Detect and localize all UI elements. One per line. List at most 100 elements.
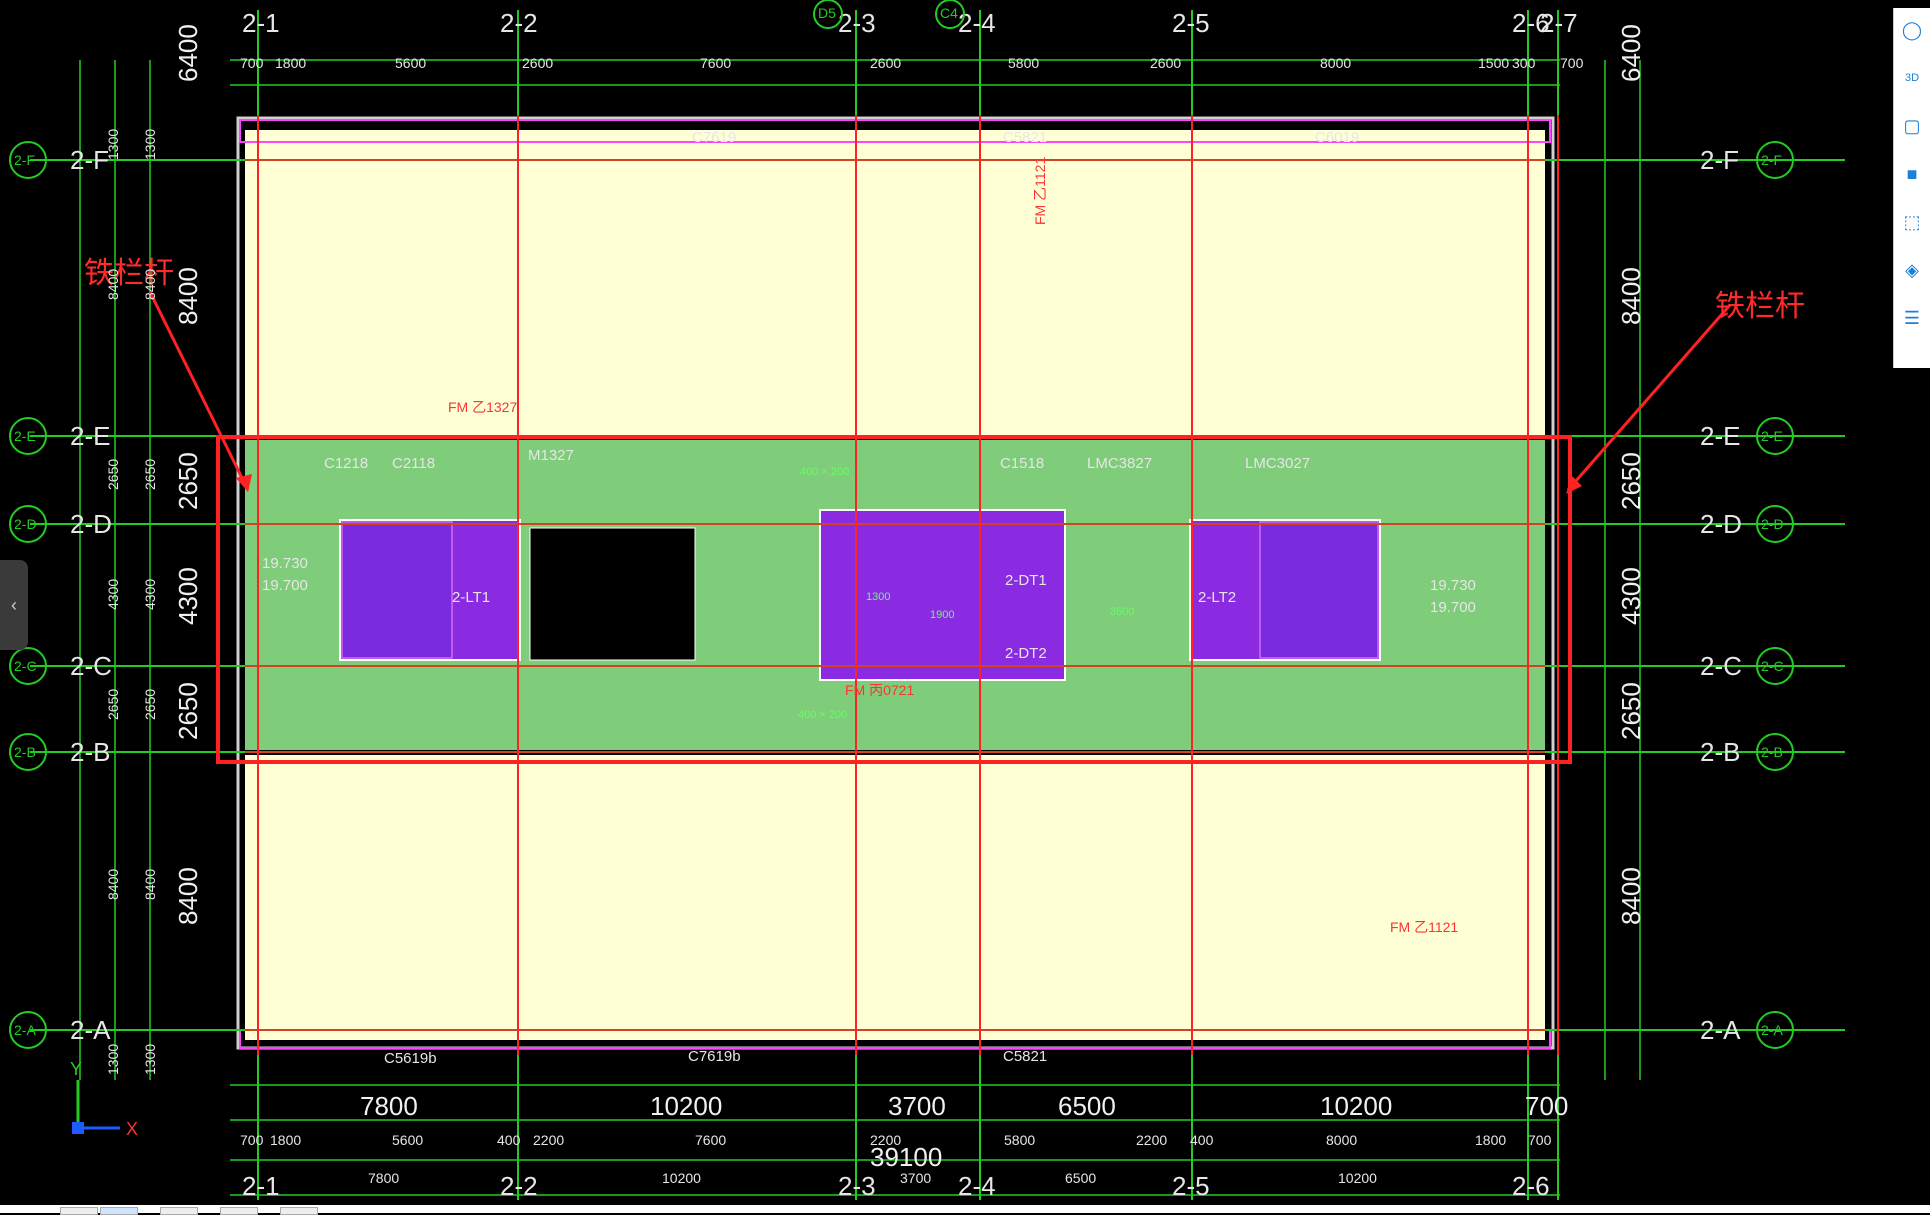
elevator-label-2: 2-DT2 bbox=[1005, 645, 1047, 662]
dim-top-small: 2600 bbox=[522, 55, 553, 71]
row-label-right: 2-B bbox=[1700, 737, 1740, 767]
col-label-bottom: 2-4 bbox=[958, 1171, 996, 1201]
layout-tab-4[interactable] bbox=[220, 1207, 258, 1215]
dim-left-small-2: 2650 bbox=[142, 459, 158, 490]
dim-bottom-big: 6500 bbox=[1058, 1091, 1116, 1121]
properties-icon[interactable]: ☰ bbox=[1903, 307, 1921, 328]
floor-plan-canvas[interactable]: 铁栏杆 铁栏杆 2-LT1 2-LT2 2-DT1 2-DT2 19.730 1… bbox=[0, 0, 1890, 1205]
cube-icon[interactable]: ▢ bbox=[1903, 115, 1921, 136]
col-label-bottom: 2-5 bbox=[1172, 1171, 1210, 1201]
dim-bottom-small: 400 bbox=[497, 1132, 521, 1148]
dim-top-small: 7600 bbox=[700, 55, 731, 71]
dim-left-small: 1300 bbox=[105, 1044, 121, 1075]
window-label: M1327 bbox=[528, 447, 574, 464]
row-bubble-left bbox=[9, 733, 47, 771]
col-label-top: 2-3 bbox=[838, 8, 876, 38]
selection-box-icon[interactable]: ⬚ bbox=[1903, 211, 1921, 232]
layout-tab-5[interactable] bbox=[280, 1207, 318, 1215]
dim-bottom-span: 7800 bbox=[368, 1170, 399, 1186]
dim-bottom-big: 7800 bbox=[360, 1091, 418, 1121]
dim-left-small: 8400 bbox=[105, 869, 121, 900]
fire-door-bottom-mid: FM 丙0721 bbox=[845, 682, 914, 698]
col-label-bottom: 2-3 bbox=[838, 1171, 876, 1201]
orbit-icon[interactable]: ◯ bbox=[1901, 19, 1923, 40]
column-bubble-top bbox=[935, 0, 965, 29]
elevator-core bbox=[819, 509, 1066, 681]
window-label: LMC3827 bbox=[1087, 455, 1152, 472]
row-bubble-right bbox=[1756, 505, 1794, 543]
dim-right-big: 2650 bbox=[1616, 682, 1646, 740]
row-bubble-right-label: 2-A bbox=[1761, 1022, 1783, 1038]
row-bubble-right-label: 2-D bbox=[1761, 516, 1784, 532]
left-panel-toggle[interactable]: ‹ bbox=[0, 560, 28, 650]
cube-filled-icon[interactable]: ■ bbox=[1906, 163, 1918, 184]
core-dim-label: 400 × 200 bbox=[798, 709, 847, 721]
row-bubble-left-label: 2-B bbox=[14, 744, 36, 760]
north-rooms-zone bbox=[245, 130, 1545, 435]
row-bubble-left bbox=[9, 1011, 47, 1049]
dim-bottom-small: 1800 bbox=[1475, 1132, 1506, 1148]
col-label-top: 2-7 bbox=[1540, 8, 1578, 38]
row-bubble-left-label: 2-D bbox=[14, 516, 37, 532]
layout-tab-3[interactable] bbox=[160, 1207, 198, 1215]
column-bubble-top bbox=[813, 0, 843, 29]
window-label: C7619 bbox=[692, 129, 736, 146]
dim-bottom-small: 700 bbox=[240, 1132, 264, 1148]
axis-x-label: X bbox=[126, 1119, 138, 1139]
col-label-bottom: 2-2 bbox=[500, 1171, 538, 1201]
dim-right-big: 2650 bbox=[1616, 452, 1646, 510]
axis-y-label: Y bbox=[70, 1059, 82, 1079]
layout-tab-1[interactable] bbox=[60, 1207, 98, 1215]
3d-view-icon[interactable]: 3D bbox=[1904, 72, 1920, 84]
dim-bottom-big: 10200 bbox=[650, 1091, 722, 1121]
row-bubble-right bbox=[1756, 1011, 1794, 1049]
stair-label-left: 2-LT1 bbox=[452, 589, 490, 606]
dim-bottom-span: 10200 bbox=[662, 1170, 701, 1186]
row-bubble-right-label: 2-C bbox=[1761, 658, 1784, 674]
railing-highlight-box bbox=[216, 435, 1572, 764]
dim-bottom-span: 6500 bbox=[1065, 1170, 1096, 1186]
col-label-bottom: 2-6 bbox=[1512, 1171, 1550, 1201]
dim-left-big: 8400 bbox=[173, 267, 203, 325]
core-dim-label: 400 × 200 bbox=[800, 466, 849, 478]
row-bubble-right bbox=[1756, 417, 1794, 455]
dim-top-small: 2600 bbox=[1150, 55, 1181, 71]
row-bubble-left bbox=[9, 141, 47, 179]
dim-bottom-big: 3700 bbox=[888, 1091, 946, 1121]
dim-top-small: 2600 bbox=[870, 55, 901, 71]
row-bubble-right bbox=[1756, 733, 1794, 771]
top-wall-band bbox=[239, 119, 1551, 143]
level-left-2: 19.700 bbox=[262, 577, 308, 594]
view-toolbar: ◯ 3D ▢ ■ ⬚ ◈ ☰ bbox=[1893, 8, 1930, 368]
level-left-1: 19.730 bbox=[262, 555, 308, 572]
row-label-left: 2-E bbox=[70, 421, 110, 451]
row-bubble-right bbox=[1756, 141, 1794, 179]
dim-left-small: 2650 bbox=[105, 459, 121, 490]
row-label-left: 2-C bbox=[70, 651, 112, 681]
chevron-left-icon: ‹ bbox=[11, 594, 17, 615]
window-label: C5619b bbox=[384, 1050, 437, 1067]
dim-bottom-small: 2200 bbox=[533, 1132, 564, 1148]
vertical-grid-lines bbox=[79, 10, 1641, 1200]
dim-right-big: 8400 bbox=[1616, 867, 1646, 925]
layout-tab-2[interactable] bbox=[100, 1207, 138, 1215]
dim-bottom-span: 10200 bbox=[1338, 1170, 1377, 1186]
row-bubble-left-label: 2-C bbox=[14, 658, 37, 674]
box-select-icon[interactable]: ◈ bbox=[1905, 259, 1919, 280]
dim-right-big: 8400 bbox=[1616, 267, 1646, 325]
row-bubble-right-label: 2-B bbox=[1761, 744, 1783, 760]
dim-left-small-2: 2650 bbox=[142, 689, 158, 720]
row-bubble-right-label: 2-E bbox=[1761, 428, 1783, 444]
dim-left-small: 8400 bbox=[105, 269, 121, 300]
dim-left-small-2: 1300 bbox=[142, 1044, 158, 1075]
window-label: C2118 bbox=[392, 455, 435, 472]
dim-bottom-small: 2200 bbox=[870, 1132, 901, 1148]
row-label-right: 2-E bbox=[1700, 421, 1740, 451]
railing-label-left: 铁栏杆 bbox=[84, 257, 174, 290]
window-label: C1218 bbox=[324, 455, 368, 472]
row-bubble-left bbox=[9, 647, 47, 685]
dim-top-small: 700 bbox=[240, 55, 264, 71]
stair-steps-left bbox=[341, 521, 453, 659]
